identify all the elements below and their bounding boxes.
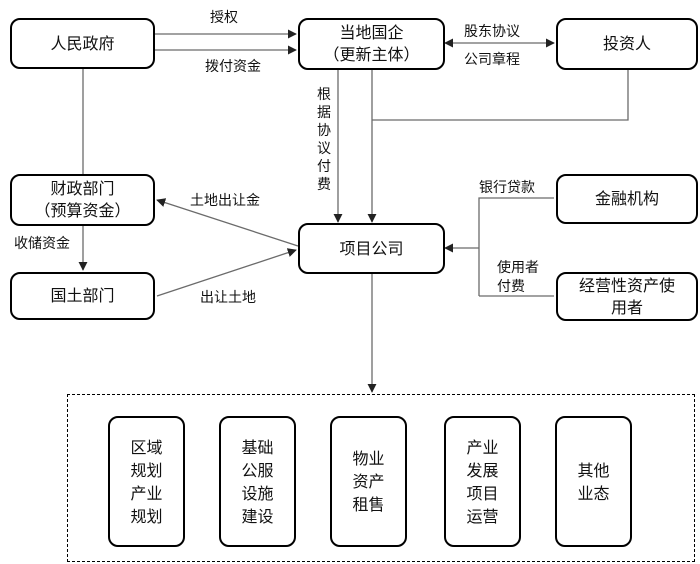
business-box-industry-operation: 产业发展项目运营 [444, 416, 521, 547]
investor-box: 投资人 [556, 18, 698, 70]
business-label: 物业资产租售 [352, 449, 385, 514]
government-box: 人民政府 [10, 18, 155, 69]
land-bureau-label: 国土部门 [50, 286, 115, 305]
finance-dept-sublabel: （预算资金） [34, 201, 131, 220]
shareholder-agreement-label: 股东协议 [464, 24, 520, 40]
asset-user-label: 经营性资产使 [578, 275, 675, 295]
land-transfer-fee-label: 土地出让金 [190, 193, 260, 209]
business-box-other: 其他业态 [555, 416, 632, 547]
land-reserve-funds-label: 收储资金 [14, 236, 70, 252]
business-label: 区域规划产业规划 [130, 437, 163, 526]
user-fee-label-line2: 付费 [497, 279, 525, 295]
investor-label: 投资人 [602, 34, 651, 53]
user-fee-label-line1: 使用者 [497, 260, 539, 276]
finance-dept-label: 财政部门 [50, 179, 115, 198]
asset-user-sublabel: 用者 [610, 297, 643, 317]
land-fee-arrow [156, 198, 299, 247]
local-soe-box: 当地国企 （更新主体） [298, 18, 445, 70]
bank-loan-line [478, 197, 554, 296]
asset-user-box: 经营性资产使 用者 [556, 272, 698, 321]
local-soe-sublabel: （更新主体） [323, 45, 420, 64]
project-company-box: 项目公司 [298, 223, 445, 274]
business-label: 产业发展项目运营 [466, 437, 499, 526]
transfer-land-label: 出让土地 [200, 290, 256, 306]
land-bureau-box: 国土部门 [10, 272, 155, 320]
government-label: 人民政府 [50, 33, 115, 53]
local-soe-label: 当地国企 [339, 23, 404, 42]
pay-per-agreement-label: 根据协议付费 [317, 87, 331, 193]
bank-loan-label: 银行贷款 [479, 180, 535, 196]
business-box-infrastructure: 基础公服设施建设 [219, 416, 296, 547]
business-label: 基础公服设施建设 [241, 437, 274, 526]
transfer-land-arrow [156, 248, 297, 297]
financial-institution-label: 金融机构 [594, 189, 659, 208]
business-scope-container [67, 394, 695, 562]
business-box-regional-planning: 区域规划产业规划 [108, 416, 185, 547]
business-label: 其他业态 [577, 460, 610, 503]
project-company-label: 项目公司 [339, 238, 404, 258]
business-box-property-leasing: 物业资产租售 [330, 416, 407, 547]
articles-label: 公司章程 [464, 52, 520, 68]
finance-dept-box: 财政部门 （预算资金） [10, 174, 155, 226]
financial-institution-box: 金融机构 [556, 174, 698, 224]
investor-project-line [372, 70, 629, 121]
allocate-funds-label: 拨付资金 [205, 59, 261, 75]
authorize-label: 授权 [210, 10, 238, 26]
